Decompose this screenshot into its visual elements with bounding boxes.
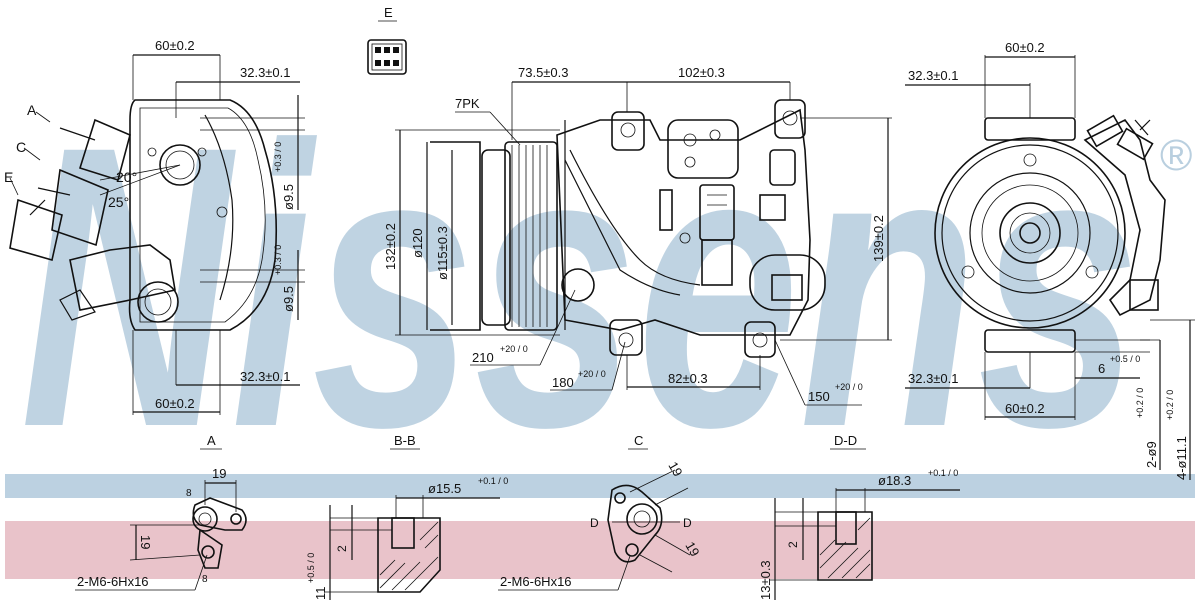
detail-dd-small: 2 (786, 541, 800, 548)
left-hole-bottom: ø9.5 (281, 286, 296, 312)
view-a-label: A (27, 102, 37, 118)
left-hole-bottom-tol: +0.3 / 0 (273, 245, 283, 275)
angle-210-tol: +20 / 0 (500, 344, 528, 354)
angle-210-label: 210 (472, 350, 494, 365)
angle-150-tol: +20 / 0 (835, 382, 863, 392)
detail-a-height: 19 (138, 535, 153, 549)
pink-band (5, 521, 1195, 579)
center-dim-pulley-inner: ø115±0.3 (435, 226, 450, 280)
angle-20-label: 20° (116, 169, 137, 185)
right-dim-top: 60±0.2 (1005, 40, 1045, 55)
right-dim-top-inner: 32.3±0.1 (908, 68, 959, 83)
detail-a-width: 19 (212, 466, 226, 481)
detail-dd: D-D ø18.3 +0.1 / 0 2 13±0.3 (758, 433, 960, 600)
right-dim-bottom-inner: 32.3±0.1 (908, 371, 959, 386)
view-c-label: C (16, 139, 26, 155)
left-dim-bottom-inner: 32.3±0.1 (240, 369, 291, 384)
center-dim-right-top: 102±0.3 (678, 65, 725, 80)
detail-bb-dia-tol: +0.1 / 0 (478, 476, 508, 486)
detail-dd-dia-tol: +0.1 / 0 (928, 468, 958, 478)
center-view: 73.5±0.3 102±0.3 7PK 132±0.2 ø120 ø115±0… (383, 65, 892, 406)
left-dim-bottom: 60±0.2 (155, 396, 195, 411)
detail-a: A 19 19 8 8 2-M6-6Hx16 (75, 433, 247, 591)
right-dim-small-tol: +0.5 / 0 (1110, 354, 1140, 364)
detail-c-thread: 2-M6-6Hx16 (500, 574, 572, 589)
detail-dd-title: D-D (834, 433, 857, 448)
detail-bb-title: B-B (394, 433, 416, 448)
detail-a-angle-mark-bottom: 8 (202, 574, 208, 585)
center-dim-pulley: ø120 (410, 228, 425, 258)
right-view: 60±0.2 32.3±0.1 32.3±0.1 60±0.2 6 +0.5 /… (905, 40, 1195, 480)
center-dim-bottom: 82±0.3 (668, 371, 708, 386)
detail-a-thread: 2-M6-6Hx16 (77, 574, 149, 589)
connector-e-view: E (367, 5, 407, 75)
left-dim-top: 60±0.2 (155, 38, 195, 53)
watermark: Nissens (20, 63, 1140, 510)
detail-bb-dia: ø15.5 (428, 481, 461, 496)
right-holes-large-tol: +0.2 / 0 (1165, 390, 1175, 420)
right-holes-small-tol: +0.2 / 0 (1135, 388, 1145, 418)
left-view: 20° 25° A C E 60±0.2 32.3±0.1 ø9.5 +0.3 … (4, 38, 305, 415)
right-holes-large: 4-ø11.1 (1174, 436, 1189, 480)
detail-c-section-right: D (683, 516, 692, 530)
center-dim-left-top: 73.5±0.3 (518, 65, 569, 80)
center-dim-height-left: 132±0.2 (383, 223, 398, 270)
angle-150-label: 150 (808, 389, 830, 404)
detail-c: C D D 19 19 2-M6-6Hx16 (498, 433, 703, 591)
left-dim-top-inner: 32.3±0.1 (240, 65, 291, 80)
left-hole-top: ø9.5 (281, 184, 296, 210)
angle-180-label: 180 (552, 375, 574, 390)
detail-c-height: 19 (682, 539, 702, 559)
detail-a-angle-mark-top: 8 (186, 488, 192, 499)
detail-c-width: 19 (665, 459, 685, 479)
left-hole-top-tol: +0.3 / 0 (273, 142, 283, 172)
detail-c-section-left: D (590, 516, 599, 530)
right-dim-small: 6 (1098, 361, 1105, 376)
detail-bb: B-B ø15.5 +0.1 / 0 2 11 +0.5 / 0 (306, 433, 508, 600)
detail-dd-height: 13±0.3 (758, 560, 773, 600)
detail-dd-dia: ø18.3 (878, 473, 911, 488)
connector-e-title: E (384, 5, 393, 20)
view-e-label: E (4, 169, 13, 185)
registered-mark: ® (1160, 131, 1192, 180)
detail-bb-height: 11 (313, 587, 328, 601)
detail-bb-small: 2 (335, 545, 349, 552)
blue-band (5, 474, 1195, 498)
right-holes-small: 2-ø9 (1144, 441, 1159, 468)
center-dim-height-right: 139±0.2 (871, 215, 886, 262)
detail-a-title: A (207, 433, 216, 448)
belt-label: 7PK (455, 96, 480, 111)
angle-25-label: 25° (108, 194, 129, 210)
detail-c-title: C (634, 433, 643, 448)
right-dim-bottom: 60±0.2 (1005, 401, 1045, 416)
detail-bb-height-tol: +0.5 / 0 (306, 553, 316, 583)
angle-180-tol: +20 / 0 (578, 369, 606, 379)
